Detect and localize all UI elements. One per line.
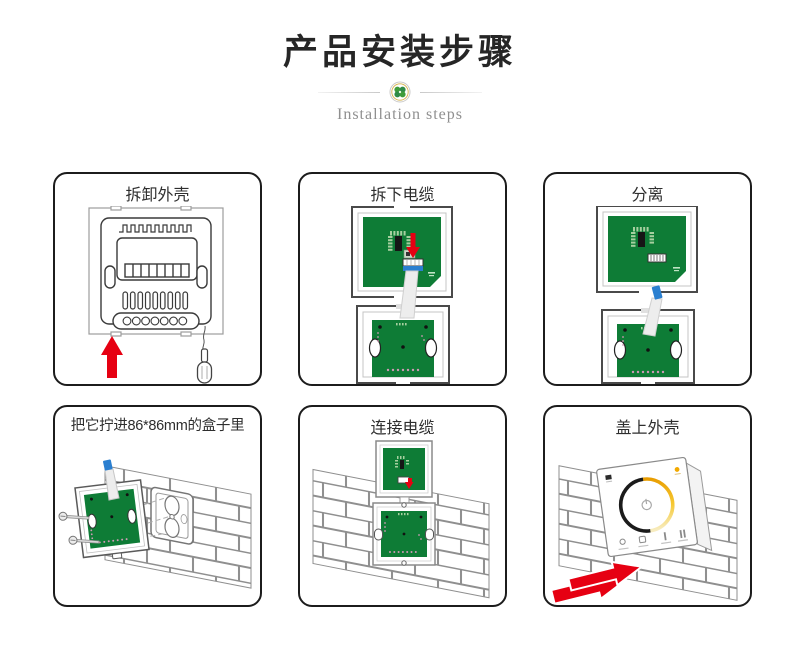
page-subtitle: Installation steps	[337, 106, 463, 123]
illustration-separate-boards	[596, 206, 698, 384]
divider-line-left	[318, 91, 380, 93]
page-title: 产品安装步骤	[282, 33, 517, 72]
red-arrow-down-icon	[406, 233, 420, 258]
screw-icon	[58, 511, 90, 521]
dial-gold-arc	[642, 477, 675, 533]
ribbon-connector	[402, 258, 424, 271]
back-pcb	[368, 320, 438, 377]
front-board-assembly	[375, 440, 433, 498]
step-panel-6: 盖上外壳	[543, 405, 752, 607]
screw-icon	[68, 535, 100, 545]
step-panel-5: 连接电缆	[298, 405, 507, 607]
red-arrow-small-icon	[405, 478, 414, 489]
dial-black-arc	[618, 477, 651, 533]
divider-line-right	[420, 91, 482, 93]
red-arrow-up-icon	[101, 336, 123, 378]
title-divider	[0, 81, 800, 103]
front-pcb	[363, 217, 441, 287]
illustration-connect-cable	[312, 440, 490, 599]
touch-buttons-row	[618, 529, 689, 551]
step-panel-1: 拆卸外壳	[53, 172, 262, 386]
illustration-cover-shell	[552, 456, 738, 603]
back-board-assembly	[372, 502, 436, 566]
empty-socket	[647, 253, 667, 263]
front-pcb	[608, 216, 686, 282]
86mm-wall-box	[150, 486, 194, 545]
step-3-label: 分离	[631, 187, 664, 204]
blue-connector-tip	[103, 459, 113, 471]
base-module	[74, 479, 150, 560]
red-arrow-front-icon	[567, 560, 645, 592]
ribbon-cable	[399, 270, 419, 319]
illustration-detach-cable	[351, 206, 453, 384]
clover-badge-icon	[389, 81, 411, 103]
dial-panel-shell	[596, 456, 713, 558]
logo-icon	[605, 474, 613, 483]
illustration-remove-shell	[88, 206, 224, 384]
step-5-label: 连接电缆	[370, 420, 435, 437]
step-4-label: 把它拧进86*86mm的盒子里	[70, 418, 245, 434]
device-back-body	[100, 217, 212, 330]
back-pcb	[613, 324, 683, 377]
screwdriver-icon	[196, 325, 213, 384]
step-2-label: 拆下电缆	[370, 187, 435, 204]
blue-connector-tip	[651, 285, 663, 300]
power-icon	[641, 498, 652, 511]
warm-light-icon	[674, 467, 681, 475]
step-6-label: 盖上外壳	[615, 420, 680, 437]
step-panel-3: 分离	[543, 172, 752, 386]
step-panel-4: 把它拧进86*86mm的盒子里	[53, 405, 262, 607]
step-1-label: 拆卸外壳	[125, 187, 190, 204]
illustration-screw-into-box	[58, 459, 252, 589]
step-panel-2: 拆下电缆	[298, 172, 507, 386]
